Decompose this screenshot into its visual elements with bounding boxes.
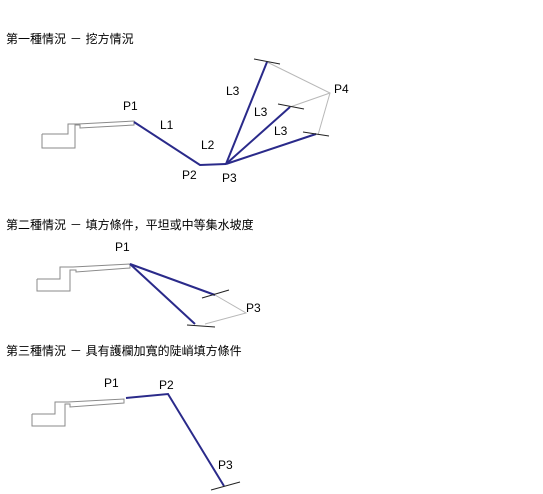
tick-mark: [253, 58, 281, 65]
label-p1: P1: [104, 376, 119, 390]
label-l3a: L3: [226, 84, 240, 98]
label-p1: P1: [123, 99, 138, 113]
path-p3-l3b: [225, 106, 291, 165]
road-profile-3: [31, 398, 125, 427]
road-profile-1: [41, 120, 135, 149]
label-l2: L2: [201, 138, 215, 152]
tick-mark: [302, 131, 330, 137]
path-p1-p2-p3: [125, 392, 225, 487]
section-2-heading: 第二種情況 － 填方條件，平坦或中等集水坡度: [6, 218, 254, 232]
section-2-diagram: P1 P3: [36, 240, 261, 328]
label-p3: P3: [246, 301, 261, 315]
section-3-heading: 第三種情況 － 具有護欄加寬的陡峭填方條件: [6, 344, 242, 358]
label-p2: P2: [159, 378, 174, 392]
label-l1: L1: [160, 118, 174, 132]
path-p1-upper: [129, 263, 216, 296]
section-3-diagram: P1 P2 P3: [31, 376, 241, 491]
road-profile-2: [36, 263, 131, 292]
section-1-heading: 第一種情況 － 挖方情況: [6, 32, 134, 46]
label-p1: P1: [115, 240, 130, 254]
label-p2: P2: [182, 168, 197, 182]
path-p3-l3c: [225, 133, 317, 165]
path-p1-lower: [129, 263, 196, 325]
label-l3c: L3: [274, 124, 288, 138]
path-p1-p2-p3: [133, 121, 227, 167]
tick-mark: [201, 289, 230, 299]
path-p3-l3a: [225, 61, 268, 165]
label-p3: P3: [218, 458, 233, 472]
label-p4: P4: [334, 82, 349, 96]
tick-mark: [277, 103, 305, 110]
ghost-line-p4-l3b: [289, 92, 331, 108]
tick-mark: [210, 481, 241, 491]
label-l3b: L3: [254, 105, 268, 119]
ghost-lines-2: [204, 294, 248, 325]
section-1-diagram: P1 L1 L2 P2 P3 L3 L3 L3 P4: [41, 58, 349, 185]
label-p3: P3: [222, 171, 237, 185]
tick-mark: [186, 324, 216, 328]
